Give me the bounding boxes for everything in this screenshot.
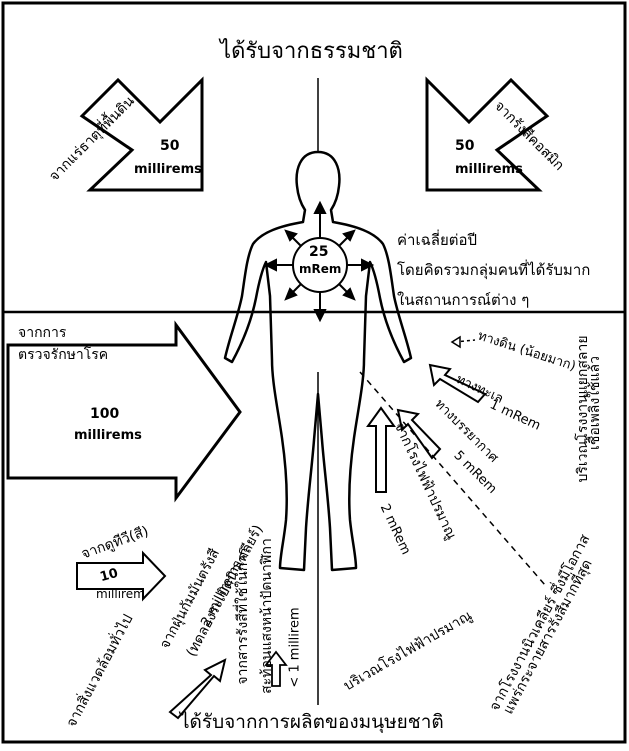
- soil-unit: millirems: [134, 162, 202, 177]
- medical-unit: millirems: [74, 428, 142, 443]
- waste-area-line2: เชื้อเพลิงใช้แล้ว: [584, 328, 606, 478]
- avg-note-line3: ในสถานการณ์ต่าง ๆ: [397, 288, 529, 312]
- medical-value: 100: [90, 406, 119, 422]
- bottom-title: ได้รับจากการผลิตของมนุษยชาติ: [180, 707, 444, 737]
- center-dose-value: 25: [309, 244, 328, 260]
- avg-note-line2: โดยคิดรวมกลุ่มคนที่ได้รับมาก: [397, 258, 590, 282]
- avg-note-line1: ค่าเฉลี่ยต่อปี: [397, 228, 477, 252]
- radium-dose: < 1 millirem: [288, 593, 303, 703]
- center-dose-unit: mRem: [299, 262, 341, 276]
- top-title: ได้รับจากธรรมชาติ: [220, 33, 403, 68]
- cosmic-unit: millirems: [455, 162, 523, 177]
- medical-label-1: จากการ: [18, 322, 66, 344]
- soil-value: 50: [160, 138, 179, 154]
- cosmic-value: 50: [455, 138, 474, 154]
- radium-line2: สะท้อนแสงหน้าปัดนาฬิกา: [256, 506, 278, 726]
- radium-line1: จากสารรังสีที่ใช้ในการ: [232, 511, 254, 721]
- medical-label-2: ตรวจรักษาโรค: [18, 344, 108, 366]
